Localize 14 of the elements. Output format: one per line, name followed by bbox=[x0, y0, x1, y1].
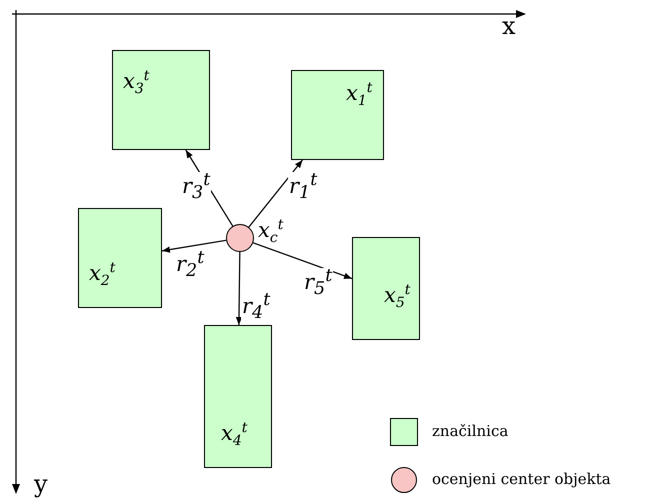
arrow bbox=[248, 160, 303, 228]
arrow bbox=[236, 252, 242, 325]
feature-box bbox=[204, 325, 272, 468]
arrow bbox=[253, 242, 352, 280]
legend-label: značilnica bbox=[432, 422, 508, 440]
feature-box bbox=[352, 237, 420, 340]
axis-label: y bbox=[34, 472, 48, 496]
feature-box bbox=[112, 50, 210, 150]
arrow bbox=[162, 240, 226, 253]
center-circle bbox=[226, 224, 254, 252]
feature-box bbox=[291, 70, 384, 160]
legend-label: ocenjeni center objekta bbox=[432, 470, 611, 488]
axis-label: x bbox=[502, 14, 516, 38]
feature-box bbox=[78, 208, 162, 308]
